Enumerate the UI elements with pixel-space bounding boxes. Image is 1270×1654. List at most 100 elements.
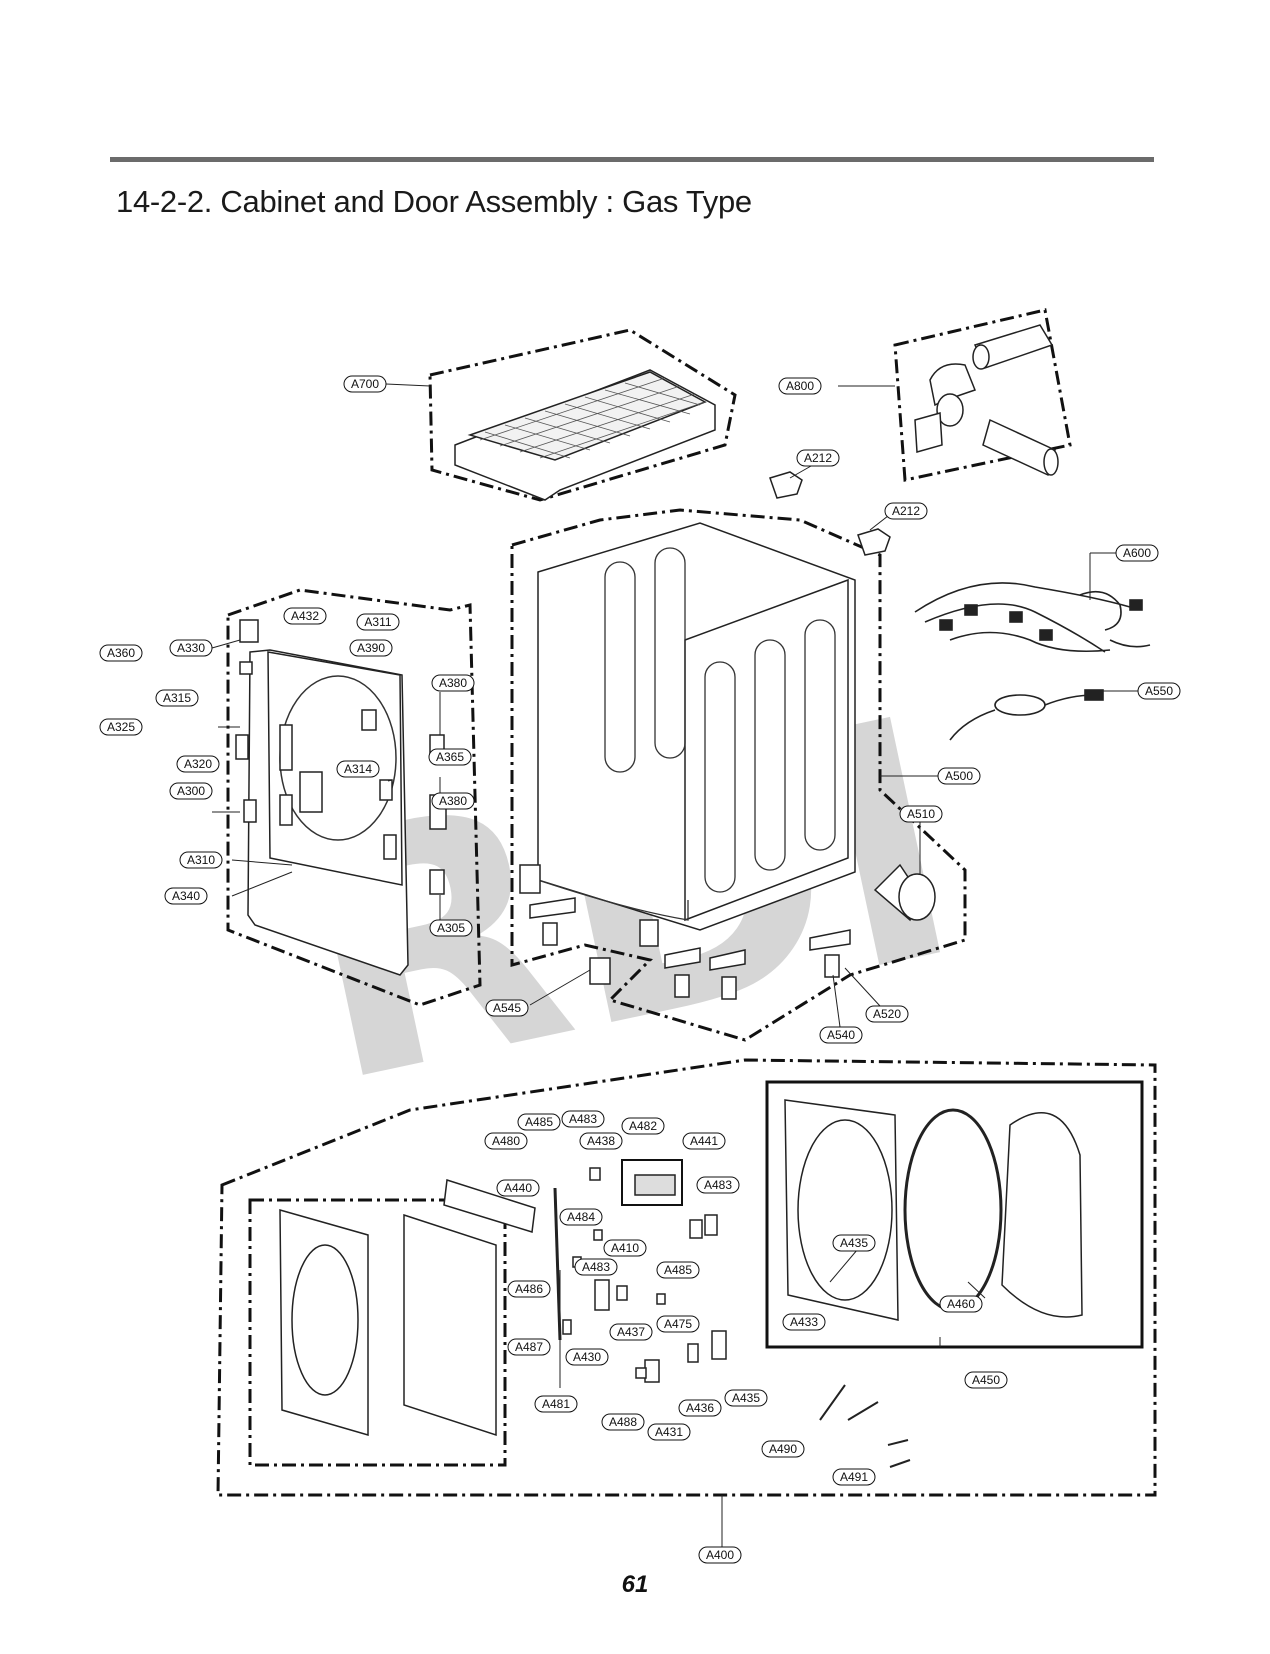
svg-text:A410: A410 xyxy=(611,1241,639,1255)
callout-a320: A320 xyxy=(176,755,220,773)
svg-text:A435: A435 xyxy=(840,1236,868,1250)
callout-a440: A440 xyxy=(496,1179,540,1197)
callout-a475: A475 xyxy=(656,1315,700,1333)
callout-a410: A410 xyxy=(603,1239,647,1257)
callout-a340: A340 xyxy=(164,887,208,905)
cabinet-part xyxy=(537,522,856,931)
callout-a450: A450 xyxy=(964,1371,1008,1389)
callout-a484: A484 xyxy=(559,1208,603,1226)
callout-a314: A314 xyxy=(336,760,380,778)
svg-text:A600: A600 xyxy=(1123,546,1151,560)
wire-harness-part xyxy=(914,582,1151,653)
callout-a430: A430 xyxy=(565,1348,609,1366)
callout-a305: A305 xyxy=(429,919,473,937)
svg-text:A491: A491 xyxy=(840,1470,868,1484)
callout-a483-2: A483 xyxy=(696,1176,740,1194)
callout-a431: A431 xyxy=(647,1423,691,1441)
svg-text:A430: A430 xyxy=(573,1350,601,1364)
svg-text:A441: A441 xyxy=(690,1134,718,1148)
top-grille-part xyxy=(454,369,716,501)
callout-a380-2: A380 xyxy=(431,792,475,810)
vent-duct-part xyxy=(873,863,936,922)
svg-text:A490: A490 xyxy=(769,1442,797,1456)
callout-a311: A311 xyxy=(356,613,400,631)
callout-a550: A550 xyxy=(1137,682,1181,700)
svg-text:A484: A484 xyxy=(567,1210,595,1224)
callout-a300: A300 xyxy=(169,782,213,800)
svg-text:A475: A475 xyxy=(664,1317,692,1331)
svg-text:A320: A320 xyxy=(184,757,212,771)
callout-a390: A390 xyxy=(349,639,393,657)
svg-text:A340: A340 xyxy=(172,889,200,903)
svg-text:A311: A311 xyxy=(364,615,391,629)
group-outline-a800 xyxy=(893,308,1072,482)
svg-text:A380: A380 xyxy=(439,676,467,690)
svg-text:A540: A540 xyxy=(827,1028,855,1042)
callout-a460: A460 xyxy=(939,1295,983,1313)
callout-a483-3: A483 xyxy=(574,1258,618,1276)
callout-a510: A510 xyxy=(899,805,943,823)
callout-a435-2: A435 xyxy=(832,1234,876,1252)
callout-a487: A487 xyxy=(507,1338,551,1356)
svg-text:A300: A300 xyxy=(177,784,205,798)
callout-a481: A481 xyxy=(534,1395,578,1413)
thermistor-part-2 xyxy=(857,528,891,556)
inner-door-part xyxy=(784,1099,1083,1321)
callout-a212-1: A212 xyxy=(796,449,840,467)
door-frame-part xyxy=(279,1209,497,1437)
callout-a441: A441 xyxy=(682,1132,726,1150)
svg-text:A700: A700 xyxy=(351,377,379,391)
svg-text:A314: A314 xyxy=(344,762,372,776)
callout-a432: A432 xyxy=(283,607,327,625)
svg-text:A485: A485 xyxy=(664,1263,692,1277)
svg-text:A325: A325 xyxy=(107,720,135,734)
svg-text:A487: A487 xyxy=(515,1340,543,1354)
callout-a485-2: A485 xyxy=(656,1261,700,1279)
part-callouts: A700 A800 A212 A212 A600 A550 A500 A510 … xyxy=(99,375,1181,1564)
svg-text:A437: A437 xyxy=(617,1325,645,1339)
svg-text:A483: A483 xyxy=(582,1260,610,1274)
callout-a315: A315 xyxy=(155,689,199,707)
callout-a360: A360 xyxy=(99,644,143,662)
callout-a500: A500 xyxy=(937,767,981,785)
group-outline-a441 xyxy=(621,1159,683,1206)
callout-a433: A433 xyxy=(782,1313,826,1331)
svg-text:A483: A483 xyxy=(569,1112,597,1126)
group-outline-a450 xyxy=(765,1080,1144,1349)
svg-text:A315: A315 xyxy=(163,691,191,705)
svg-text:A520: A520 xyxy=(873,1007,901,1021)
svg-text:A436: A436 xyxy=(686,1401,714,1415)
callout-a365: A365 xyxy=(428,748,472,766)
svg-text:A400: A400 xyxy=(706,1548,734,1562)
svg-text:A440: A440 xyxy=(504,1181,532,1195)
svg-text:A485: A485 xyxy=(525,1115,553,1129)
svg-text:A450: A450 xyxy=(972,1373,1000,1387)
svg-text:A545: A545 xyxy=(493,1001,521,1015)
callout-a483-1: A483 xyxy=(561,1110,605,1128)
svg-text:A390: A390 xyxy=(357,641,385,655)
screw-parts xyxy=(819,1384,911,1468)
group-outline-a400 xyxy=(216,1058,1157,1497)
callout-a310: A310 xyxy=(179,851,223,869)
callout-a486: A486 xyxy=(507,1280,551,1298)
callout-a380-1: A380 xyxy=(431,674,475,692)
leveling-feet-parts xyxy=(519,864,851,1000)
callout-a488: A488 xyxy=(601,1413,645,1431)
callout-a436: A436 xyxy=(678,1399,722,1417)
callout-a545: A545 xyxy=(485,999,529,1017)
callout-a485-1: A485 xyxy=(517,1113,561,1131)
svg-text:A432: A432 xyxy=(291,609,319,623)
callout-a800: A800 xyxy=(778,377,822,395)
group-outline-door-panel xyxy=(248,1198,507,1467)
callout-a700: A700 xyxy=(343,375,387,393)
svg-text:A212: A212 xyxy=(892,504,920,518)
thermistor-part-1 xyxy=(769,471,803,499)
svg-text:A486: A486 xyxy=(515,1282,543,1296)
group-outline-a700 xyxy=(428,328,737,502)
callout-a435-1: A435 xyxy=(724,1389,768,1407)
svg-text:A360: A360 xyxy=(107,646,135,660)
group-outline-front-panel xyxy=(226,588,482,1007)
callout-a491: A491 xyxy=(832,1468,876,1486)
callout-a540: A540 xyxy=(819,1026,863,1044)
svg-text:A483: A483 xyxy=(704,1178,732,1192)
